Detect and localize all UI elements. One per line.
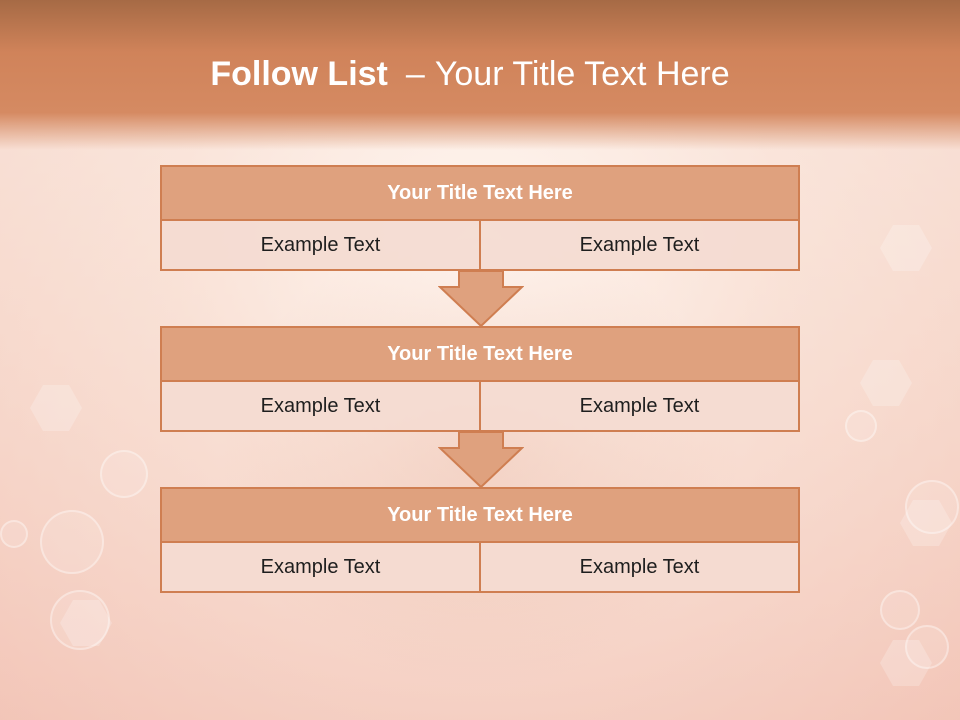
block-cell-left: Example Text (160, 221, 481, 271)
background-bokeh (845, 410, 877, 442)
block-title: Your Title Text Here (160, 326, 800, 382)
page-title-bold: Follow List (210, 55, 388, 93)
block-title: Your Title Text Here (160, 165, 800, 221)
page-title-rest: Your Title Text Here (434, 55, 730, 93)
background-bokeh (40, 510, 104, 574)
block-row: Example Text Example Text (160, 221, 800, 271)
block-row: Example Text Example Text (160, 543, 800, 593)
background-bokeh (905, 480, 959, 534)
follow-list-block-1: Your Title Text Here Example Text Exampl… (160, 165, 800, 271)
background-bokeh (0, 520, 28, 548)
block-row: Example Text Example Text (160, 382, 800, 432)
block-cell-right: Example Text (481, 221, 800, 271)
block-cell-left: Example Text (160, 382, 481, 432)
header-band (0, 0, 960, 150)
background-bokeh (880, 590, 920, 630)
page-title: Follow List–Your Title Text Here (0, 55, 950, 94)
arrow-down-icon (438, 432, 524, 488)
block-cell-right: Example Text (481, 543, 800, 593)
block-cell-right: Example Text (481, 382, 800, 432)
follow-list-block-3: Your Title Text Here Example Text Exampl… (160, 487, 800, 593)
background-hexagon (30, 385, 82, 431)
background-bokeh (100, 450, 148, 498)
background-bokeh (905, 625, 949, 669)
page-title-separator: – (405, 55, 425, 93)
block-cell-left: Example Text (160, 543, 481, 593)
follow-list-block-2: Your Title Text Here Example Text Exampl… (160, 326, 800, 432)
block-title: Your Title Text Here (160, 487, 800, 543)
background-bokeh (50, 590, 110, 650)
arrow-down-icon (438, 271, 524, 327)
background-hexagon (860, 360, 912, 406)
background-hexagon (880, 225, 932, 271)
